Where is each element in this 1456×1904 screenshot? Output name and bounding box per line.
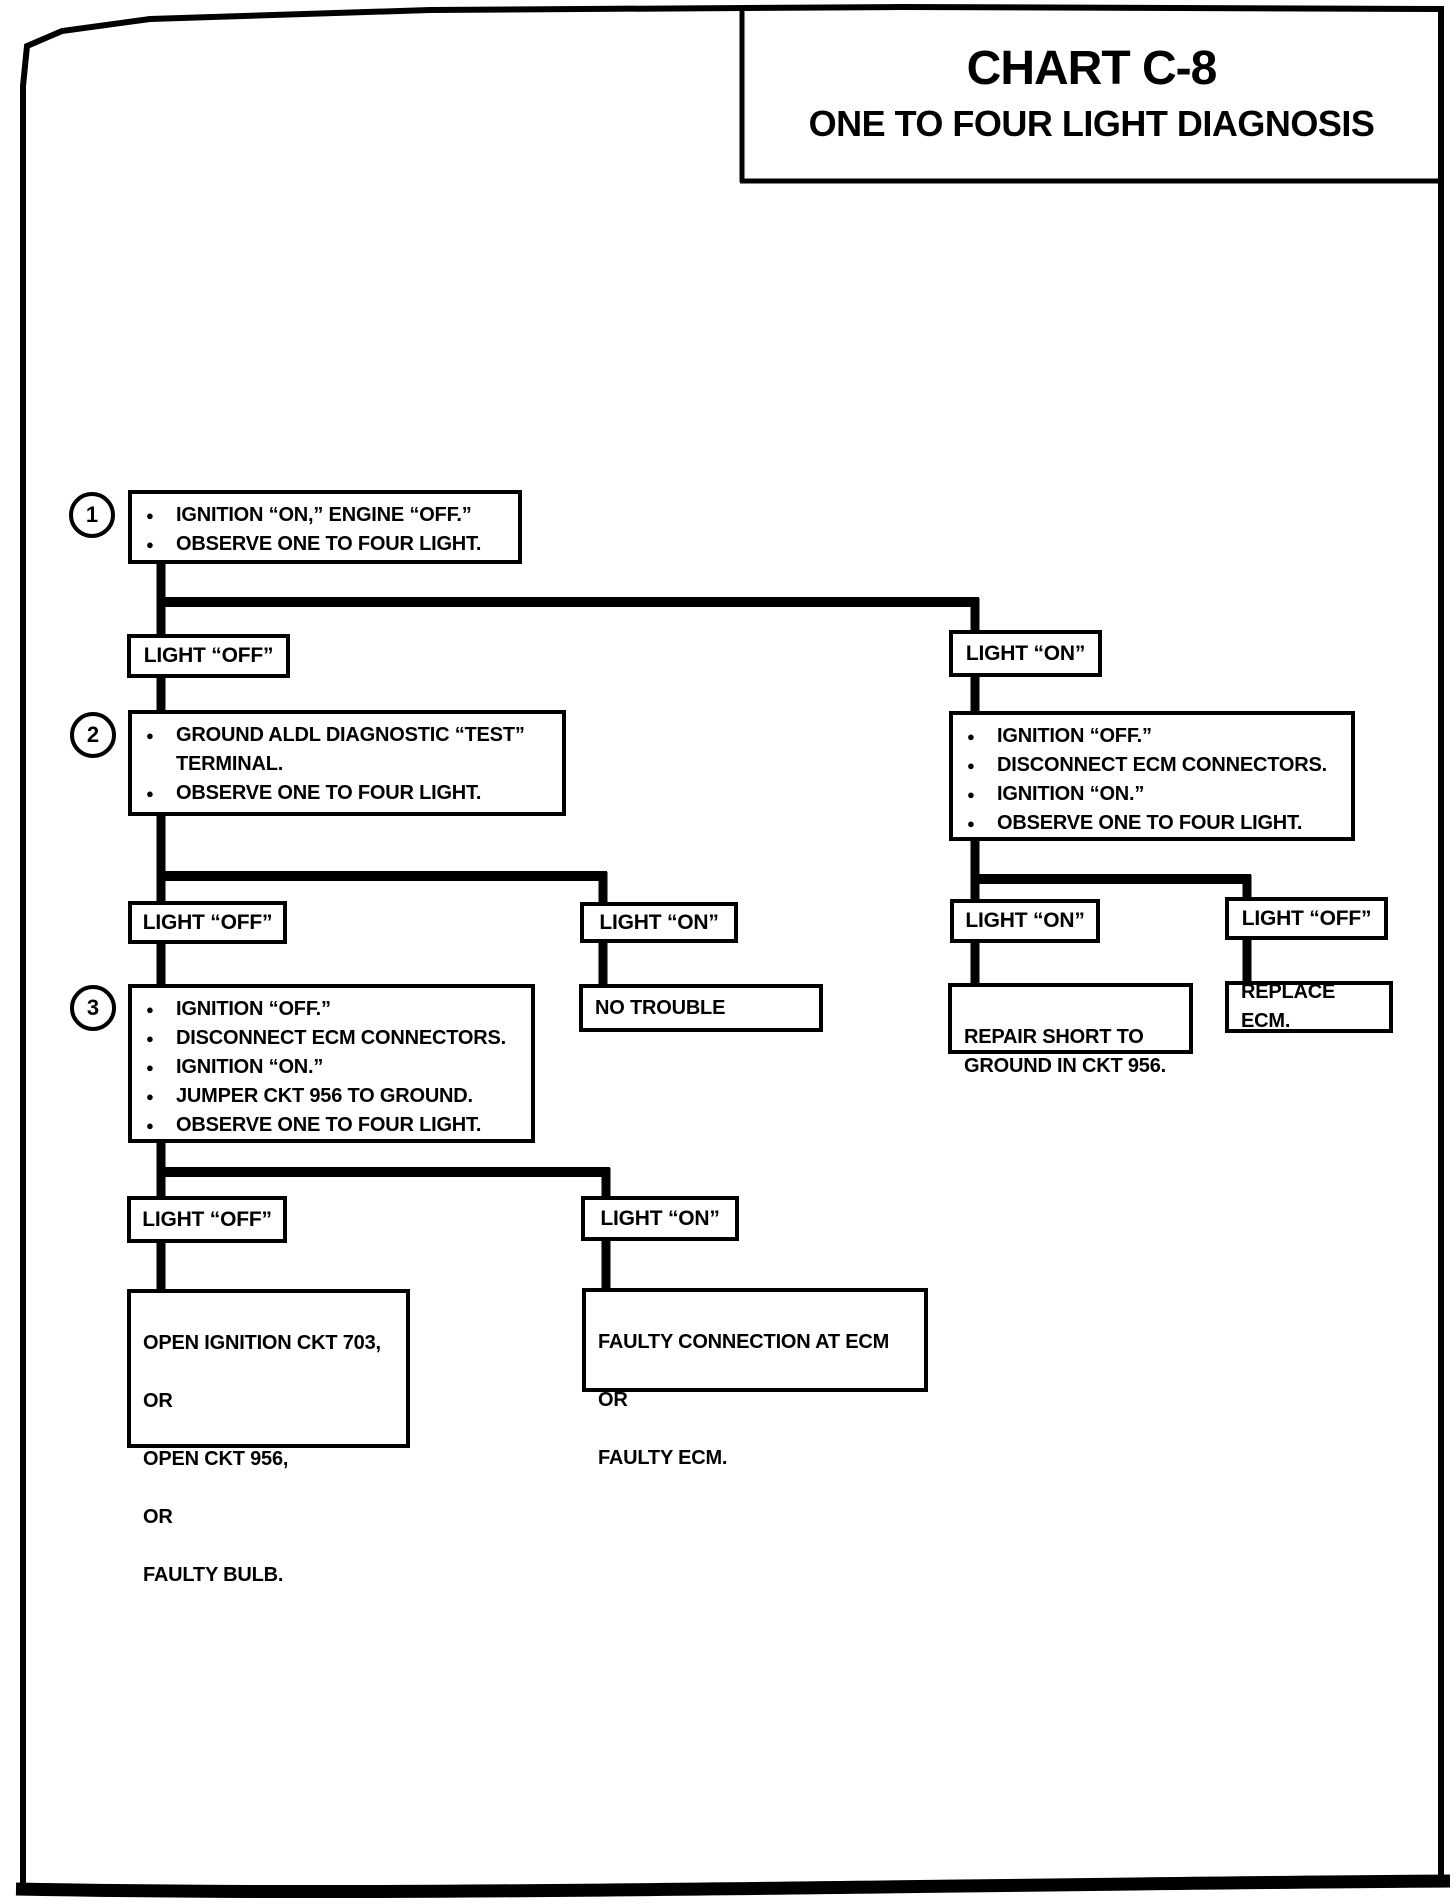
decision-label: LIGHT “OFF” (142, 910, 273, 934)
result-line: OPEN IGNITION CKT 703, (143, 1332, 381, 1354)
decision-label: LIGHT “OFF” (1241, 906, 1372, 930)
bullet-icon: ● (146, 537, 154, 552)
result-line: OR (598, 1389, 628, 1411)
bullet-icon: ● (967, 787, 975, 802)
bullet-icon: ● (146, 1060, 154, 1075)
decision-box-light-off-3: LIGHT “OFF” (1225, 897, 1388, 940)
decision-label: LIGHT “OFF” (143, 644, 274, 667)
result-line: OR (143, 1506, 173, 1528)
step-number-circle-3: 3 (70, 985, 116, 1031)
bullet-row: ● IGNITION “ON,” ENGINE “OFF.” (146, 501, 512, 530)
bullet-text: IGNITION “OFF.” (997, 725, 1152, 747)
bullet-row: ● IGNITION “ON.” (146, 1053, 525, 1082)
bullet-icon: ● (146, 1089, 154, 1104)
bullet-row: ● OBSERVE ONE TO FOUR LIGHT. (967, 809, 1345, 838)
bullet-icon: ● (967, 758, 975, 773)
bullet-text: DISCONNECT ECM CONNECTORS. (997, 754, 1328, 776)
decision-box-light-on-3: LIGHT “ON” (950, 899, 1100, 943)
bullet-row: ● JUMPER CKT 956 TO GROUND. (146, 1082, 525, 1111)
bullet-row: ● OBSERVE ONE TO FOUR LIGHT. (146, 530, 512, 559)
bullet-icon: ● (967, 729, 975, 744)
decision-label: LIGHT “ON” (600, 1206, 720, 1230)
result-box-repair-short: REPAIR SHORT TO GROUND IN CKT 956. (948, 983, 1193, 1077)
result-line: OPEN CKT 956, (143, 1448, 289, 1470)
bullet-icon: ● (146, 1002, 154, 1017)
action-box-step-2: ● GROUND ALDL DIAGNOSTIC “TEST” TERMINAL… (128, 710, 566, 816)
step-number-2: 2 (86, 722, 100, 747)
bullet-row: ● IGNITION “OFF.” (967, 722, 1345, 751)
bullet-icon: ● (967, 816, 975, 831)
page-border-line (20, 3, 1444, 1886)
bullet-icon: ● (146, 1118, 154, 1133)
decision-label: LIGHT “ON” (965, 641, 1086, 665)
bullet-text: DISCONNECT ECM CONNECTORS. (176, 1027, 507, 1049)
bullet-text: IGNITION “ON.” (176, 1056, 324, 1078)
bullet-text: IGNITION “OFF.” (176, 998, 331, 1020)
bullet-icon: ● (146, 786, 154, 801)
step-number-circle-2: 2 (70, 712, 116, 758)
bullet-text: OBSERVE ONE TO FOUR LIGHT. (997, 812, 1303, 834)
bullet-row: ● DISCONNECT ECM CONNECTORS. (967, 751, 1345, 780)
chart-title: CHART C-8 (966, 42, 1218, 95)
bullet-text: OBSERVE ONE TO FOUR LIGHT. (176, 1114, 482, 1136)
result-line: FAULTY BULB. (143, 1564, 284, 1586)
result-box-no-trouble: NO TROUBLE (579, 984, 823, 1032)
action-box-step-1: ● IGNITION “ON,” ENGINE “OFF.” ● OBSERVE… (128, 490, 522, 564)
decision-box-light-off-2: LIGHT “OFF” (128, 901, 287, 944)
bullet-row: ● GROUND ALDL DIAGNOSTIC “TEST” TERMINAL… (146, 721, 556, 779)
page-border-bottom-line (15, 1874, 1451, 1899)
bullet-text: GROUND ALDL DIAGNOSTIC “TEST” TERMINAL. (176, 724, 525, 775)
result-text: REPAIR SHORT TO GROUND IN CKT 956. (964, 1026, 1166, 1077)
bullet-text: IGNITION “ON,” ENGINE “OFF.” (176, 504, 472, 526)
result-box-faulty-ecm: FAULTY CONNECTION AT ECM OR FAULTY ECM. (582, 1288, 928, 1469)
result-text: NO TROUBLE (595, 996, 726, 1019)
decision-box-light-on-2: LIGHT “ON” (580, 902, 738, 943)
bullet-icon: ● (146, 508, 154, 523)
bullet-row: ● DISCONNECT ECM CONNECTORS. (146, 1024, 525, 1053)
result-line: FAULTY CONNECTION AT ECM (598, 1331, 890, 1353)
bullet-row: ● IGNITION “OFF.” (146, 995, 525, 1024)
bullet-row: ● OBSERVE ONE TO FOUR LIGHT. (146, 1111, 525, 1140)
bullet-text: IGNITION “ON.” (997, 783, 1145, 805)
result-box-replace-ecm: REPLACE ECM. (1225, 981, 1393, 1033)
bullet-text: OBSERVE ONE TO FOUR LIGHT. (176, 533, 482, 555)
step-number-3: 3 (86, 995, 100, 1020)
chart-subtitle: ONE TO FOUR LIGHT DIAGNOSIS (808, 103, 1375, 144)
result-line: FAULTY ECM. (598, 1447, 728, 1469)
bullet-row: ● OBSERVE ONE TO FOUR LIGHT. (146, 779, 556, 808)
result-box-open-circuit: OPEN IGNITION CKT 703, OR OPEN CKT 956, … (127, 1289, 410, 1586)
step-number-1: 1 (85, 502, 99, 527)
decision-label: LIGHT “ON” (965, 909, 1085, 932)
bullet-text: JUMPER CKT 956 TO GROUND. (176, 1085, 473, 1107)
decision-box-light-off-1: LIGHT “OFF” (127, 634, 290, 678)
action-box-step-3: ● IGNITION “OFF.” ● DISCONNECT ECM CONNE… (128, 984, 535, 1143)
title-panel: CHART C-8 ONE TO FOUR LIGHT DIAGNOSIS (742, 7, 1441, 181)
action-box-right-branch: ● IGNITION “OFF.” ● DISCONNECT ECM CONNE… (949, 711, 1355, 841)
decision-box-light-on-1: LIGHT “ON” (949, 630, 1102, 677)
result-line: OR (143, 1390, 173, 1412)
bullet-icon: ● (146, 728, 154, 743)
result-text: REPLACE ECM. (1241, 981, 1336, 1032)
step-number-circle-1: 1 (69, 492, 115, 538)
bullet-row: ● IGNITION “ON.” (967, 780, 1345, 809)
decision-box-light-on-4: LIGHT “ON” (581, 1196, 739, 1241)
decision-label: LIGHT “ON” (599, 910, 719, 934)
decision-box-light-off-4: LIGHT “OFF” (127, 1196, 287, 1243)
decision-label: LIGHT “OFF” (142, 1207, 272, 1231)
bullet-icon: ● (146, 1031, 154, 1046)
bullet-text: OBSERVE ONE TO FOUR LIGHT. (176, 782, 482, 804)
